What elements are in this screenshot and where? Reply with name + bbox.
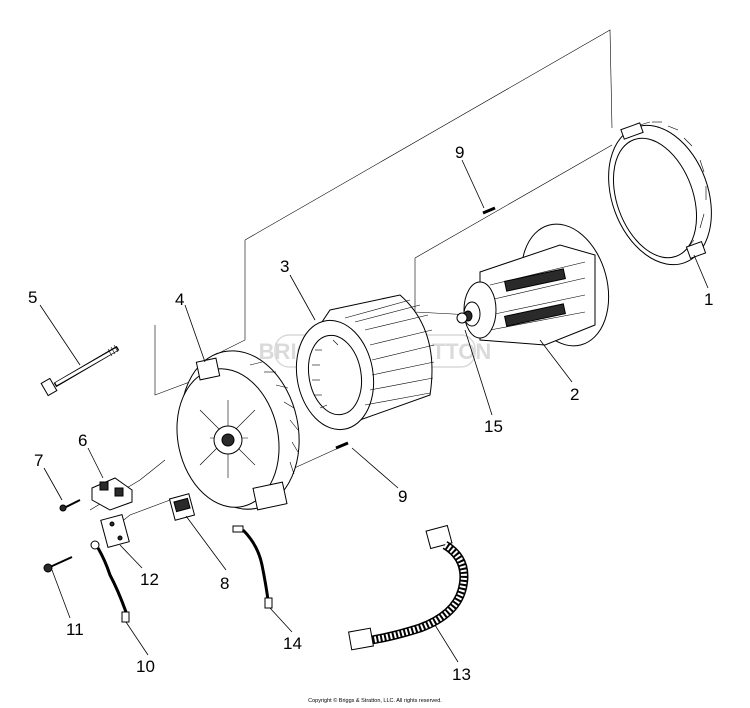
part-wire-harness [348,524,469,651]
callout-5: 5 [28,288,37,307]
callout-8: 8 [220,574,229,593]
callout-9-lower: 9 [398,487,407,506]
callout-11: 11 [66,620,84,639]
callout-14: 14 [283,634,302,653]
part-wire-lead [232,525,273,609]
callout-10: 10 [136,657,155,676]
callout-1: 1 [704,290,713,309]
part-regulator [168,493,196,521]
part-bracket [100,514,130,548]
callout-labels: 1 2 3 4 5 6 7 8 9 9 10 11 12 13 14 15 [28,143,713,684]
part-bearing [456,312,468,324]
callout-3: 3 [280,257,289,276]
callout-13: 13 [452,665,471,684]
part-rotor [463,223,610,347]
part-ground-wire [90,540,130,623]
callout-2: 2 [570,385,579,404]
callout-12: 12 [140,570,159,589]
part-brush-holder [91,477,133,511]
part-through-bolt [40,344,120,397]
callout-15: 15 [484,417,503,436]
callout-7: 7 [34,451,43,470]
part-screw-small [59,499,81,512]
part-dowel-pin-lower [335,441,349,450]
callout-9-upper: 9 [455,143,464,162]
part-rear-housing [608,121,712,266]
part-front-housing [176,350,300,511]
copyright-notice: Copyright © Briggs & Stratton, LLC. All … [308,698,442,704]
part-stator [295,294,435,431]
leader-lines [39,159,709,663]
callout-6: 6 [78,431,87,450]
part-dowel-pin-upper [482,206,496,215]
part-screw-ground [43,556,73,573]
callout-4: 4 [175,290,184,309]
